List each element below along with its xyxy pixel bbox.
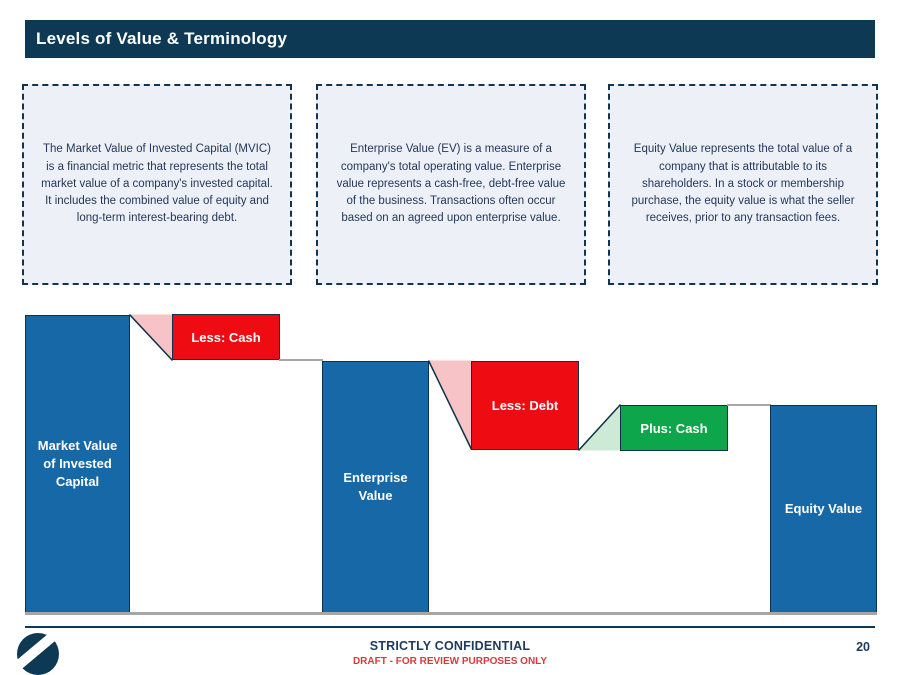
draft-label: DRAFT - FOR REVIEW PURPOSES ONLY — [352, 656, 548, 667]
title-bar: Levels of Value & Terminology — [25, 20, 875, 58]
plus-cash-label: Plus: Cash — [640, 420, 708, 436]
footer-divider — [25, 626, 875, 628]
connector-line-cash-to-equity — [727, 404, 771, 406]
definition-card-equity-value: Equity Value represents the total value … — [608, 84, 878, 285]
bar-enterprise-value-label: Enterprise Value — [343, 469, 408, 503]
definition-text-equity-value: Equity Value represents the total value … — [631, 143, 855, 225]
less-debt-label: Less: Debt — [491, 398, 559, 413]
definition-text-mvic: The Market Value of Invested Capital (MV… — [41, 143, 273, 225]
page-number: 20 — [856, 640, 870, 654]
confidential-label: STRICTLY CONFIDENTIAL — [369, 639, 531, 653]
less-debt-flag: Less: Debt — [471, 361, 579, 450]
bar-equity-value-label: Equity Value — [784, 500, 863, 516]
definition-card-mvic: The Market Value of Invested Capital (MV… — [22, 84, 292, 285]
less-cash-flag: Less: Cash — [172, 314, 280, 360]
bar-mvic: Market Value of Invested Capital — [25, 315, 130, 613]
definition-text-enterprise-value: Enterprise Value (EV) is a measure of a … — [336, 143, 566, 225]
chart-baseline — [25, 612, 877, 615]
page-title: Levels of Value & Terminology — [36, 29, 288, 48]
company-logo-icon — [14, 632, 64, 675]
connector-line-cash-to-ev — [279, 359, 323, 361]
debt-decrease-triangle — [428, 360, 473, 450]
bar-equity-value: Equity Value — [770, 405, 877, 613]
cash-decrease-triangle — [129, 314, 174, 362]
bar-enterprise-value: Enterprise Value — [322, 361, 429, 613]
less-cash-label: Less: Cash — [191, 329, 261, 345]
plus-cash-flag: Plus: Cash — [620, 405, 728, 451]
bar-mvic-label: Market Value of Invested Capital — [37, 437, 118, 490]
cash-increase-triangle — [578, 404, 622, 452]
definition-card-enterprise-value: Enterprise Value (EV) is a measure of a … — [316, 84, 586, 285]
